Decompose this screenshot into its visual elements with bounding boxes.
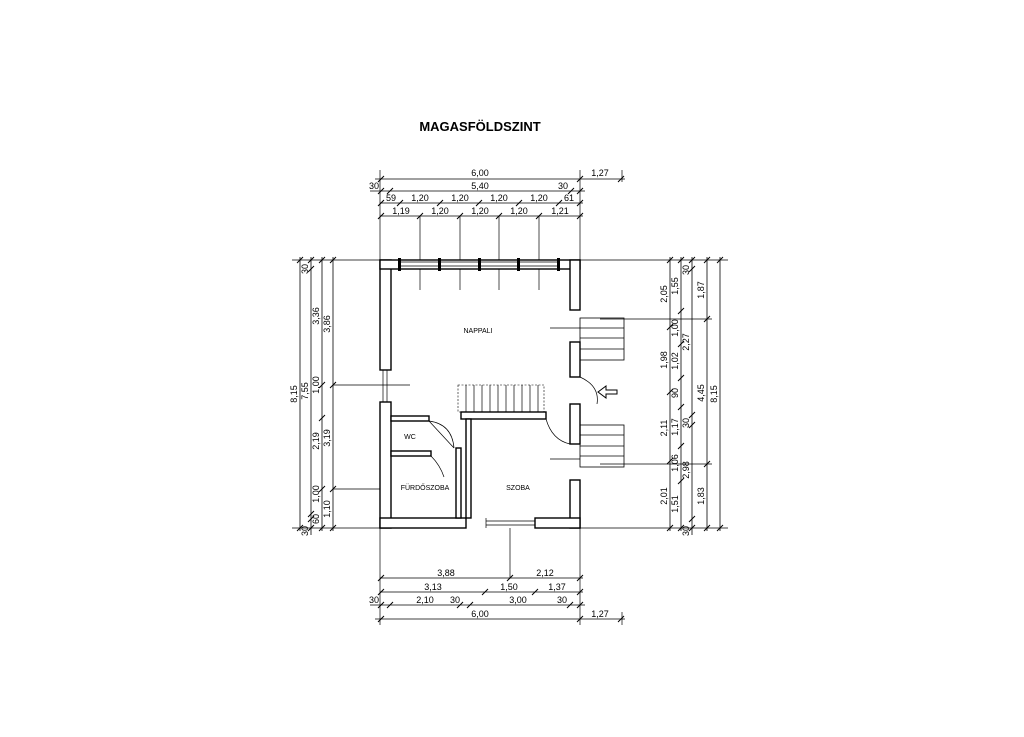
- bath-door-swing: [430, 455, 445, 478]
- left-dim-1-00-a: 1,00: [311, 376, 321, 394]
- right-dim-1-02: 1,02: [670, 352, 680, 370]
- bottom-dim-1-27: 1,27: [591, 609, 609, 619]
- entrance-door-swing: [579, 376, 598, 405]
- left-dim-30-bottom: 30: [300, 526, 310, 536]
- window-mullion: [478, 258, 481, 271]
- bottom-dim-3-13: 3,13: [424, 582, 442, 592]
- top-dim-1-19: 1,19: [392, 206, 410, 216]
- wall-room-top: [460, 411, 547, 420]
- window-mullion: [398, 258, 401, 271]
- top-dim-window-1: 1,20: [411, 193, 429, 203]
- bottom-dim-1-50: 1,50: [500, 582, 518, 592]
- north-windows: [398, 258, 560, 271]
- bottom-dim-3-88: 3,88: [437, 568, 455, 578]
- bottom-dim-30-mid: 30: [450, 595, 460, 605]
- left-dim-8-15: 8,15: [289, 385, 299, 403]
- bottom-dimensions: 3,88 2,12 3,13 1,50 1,37 30 2,10 30 3,00…: [369, 528, 625, 625]
- left-dim-3-36: 3,36: [311, 307, 321, 325]
- right-dim-8-15: 8,15: [709, 385, 719, 403]
- left-dim-30-top: 30: [300, 264, 310, 274]
- wall-south-west: [379, 517, 467, 529]
- bottom-dim-30-left: 30: [369, 595, 379, 605]
- left-dim-1-00-b: 1,00: [311, 485, 321, 503]
- wall-room-west: [465, 418, 472, 519]
- right-dim-1-55: 1,55: [670, 277, 680, 295]
- top-dim-61: 61: [564, 193, 574, 203]
- bottom-dim-1-37: 1,37: [548, 582, 566, 592]
- right-dim-2-98: 2,98: [681, 461, 691, 479]
- bottom-dim-2-10: 2,10: [416, 595, 434, 605]
- right-dim-2-11: 2,11: [659, 420, 669, 437]
- right-dim-1-06: 1,06: [670, 454, 680, 472]
- exterior-stairs: [550, 317, 625, 468]
- right-dim-90: 90: [670, 388, 680, 398]
- left-dim-2-19: 2,19: [311, 432, 321, 450]
- wall-bath-east: [455, 447, 462, 519]
- top-dim-pier-3: 1,20: [510, 206, 528, 216]
- wall-west-lower: [379, 401, 392, 529]
- right-dim-1-87: 1,87: [696, 281, 706, 299]
- right-dimensions: 2,05 1,98 2,11 2,01 1,55 1,00 1,02 90 1,…: [580, 256, 728, 536]
- right-dim-2-01: 2,01: [659, 487, 669, 505]
- wall-west-upper: [379, 259, 392, 371]
- top-dim-pier-2: 1,20: [471, 206, 489, 216]
- left-dim-7-55: 7,55: [300, 382, 310, 400]
- top-dim-5-40: 5,40: [471, 181, 489, 191]
- left-dim-3-86: 3,86: [322, 315, 332, 333]
- window-mullion: [557, 258, 560, 271]
- left-dim-3-19: 3,19: [322, 429, 332, 447]
- right-dim-1-98: 1,98: [659, 351, 669, 369]
- bottom-dim-2-12: 2,12: [536, 568, 554, 578]
- right-dim-30-mid: 30: [681, 418, 691, 428]
- wall-wc-top: [390, 415, 430, 422]
- wall-east-3: [569, 403, 581, 445]
- plan-title: MAGASFÖLDSZINT: [419, 119, 540, 134]
- top-dim-59: 59: [386, 193, 396, 203]
- top-dim-30-right: 30: [558, 181, 568, 191]
- wall-wc-bottom: [390, 450, 432, 457]
- bottom-dim-6-00: 6,00: [471, 609, 489, 619]
- south-window: [485, 518, 536, 528]
- top-dim-window-3: 1,20: [490, 193, 508, 203]
- top-dim-window-2: 1,20: [451, 193, 469, 203]
- west-openings: [382, 370, 388, 402]
- bottom-dim-30-right: 30: [557, 595, 567, 605]
- doors: [428, 376, 598, 478]
- wall-south-east: [534, 517, 581, 529]
- right-dim-1-17: 1,17: [670, 418, 680, 436]
- room-door-swing: [545, 418, 571, 445]
- right-dim-1-51: 1,51: [670, 495, 680, 513]
- room-label-wc: WC: [404, 434, 416, 441]
- wall-east-2: [569, 341, 581, 378]
- right-dim-2-05: 2,05: [659, 285, 669, 303]
- bottom-dim-3-00: 3,00: [509, 595, 527, 605]
- top-dimensions: 6,00 1,27 30 5,40 30 59 1,20 1,20 1,20 1…: [369, 168, 625, 290]
- top-dim-window-4: 1,20: [530, 193, 548, 203]
- left-dimensions: 8,15 30 7,55 60 30 3,36 1,00 2,19 1,00 3…: [289, 256, 410, 536]
- room-label-living: NAPPALI: [463, 328, 492, 335]
- wall-east-1: [569, 259, 581, 311]
- right-dim-4-45: 4,45: [696, 384, 706, 402]
- top-dim-1-27: 1,27: [591, 168, 609, 178]
- right-dim-2-27: 2,27: [681, 333, 691, 351]
- window-mullion: [517, 258, 520, 271]
- right-dim-30-top: 30: [681, 265, 691, 275]
- left-dim-60: 60: [311, 514, 321, 524]
- right-dim-1-00: 1,00: [670, 319, 680, 337]
- wc-door-swing: [428, 420, 455, 449]
- right-dim-30-bottom: 30: [681, 526, 691, 536]
- top-dim-30-left: 30: [369, 181, 379, 191]
- top-dim-pier-1: 1,20: [431, 206, 449, 216]
- entrance-arrow-icon: [597, 385, 618, 399]
- right-dim-1-83: 1,83: [696, 487, 706, 505]
- room-label-bath: FÜRDŐSZOBA: [401, 483, 450, 492]
- left-dim-1-10: 1,10: [322, 500, 332, 518]
- room-label-room: SZOBA: [506, 485, 530, 492]
- top-dim-1-21: 1,21: [551, 206, 569, 216]
- top-dim-6-00: 6,00: [471, 168, 489, 178]
- window-mullion: [438, 258, 441, 271]
- interior-stair: [457, 384, 545, 413]
